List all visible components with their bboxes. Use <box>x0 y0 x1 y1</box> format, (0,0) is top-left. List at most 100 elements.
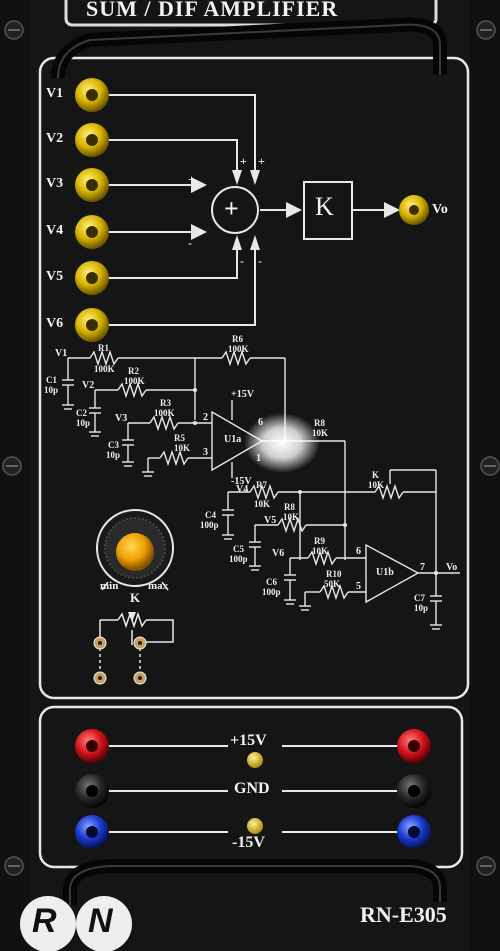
node-v5: V5 <box>264 515 277 526</box>
output-label: Vo <box>432 202 448 217</box>
u1a-pin-6: 6 <box>258 417 263 428</box>
jack-v6[interactable] <box>75 308 109 342</box>
jack-v4[interactable] <box>75 215 109 249</box>
jack-v5[interactable] <box>75 261 109 295</box>
r10-label: R10 <box>326 569 342 579</box>
power-minus-label: -15V <box>232 834 265 851</box>
c7-label: C7 <box>414 593 425 603</box>
jack-label-v2: V2 <box>46 131 64 146</box>
c7-value: 10p <box>414 603 429 613</box>
jack-vo[interactable] <box>399 195 429 225</box>
jack-v1[interactable] <box>75 78 109 112</box>
c2-value: 10p <box>76 418 91 428</box>
r1-label: R1 <box>98 343 109 353</box>
c6-value: 100p <box>262 587 281 597</box>
pot-test-point-left[interactable] <box>93 636 107 650</box>
node-v2: V2 <box>82 380 95 391</box>
jack-plus15-right[interactable] <box>397 729 431 763</box>
r9-label: R9 <box>314 536 325 546</box>
gain-block-label: K <box>315 192 334 221</box>
power-plus-label: +15V <box>230 732 267 749</box>
u1b-label: U1b <box>376 567 394 578</box>
u1a-pin-3: 3 <box>203 447 208 458</box>
r8b-label: R8 <box>284 502 295 512</box>
jack-label-v6: V6 <box>46 316 64 331</box>
r3-label: R3 <box>160 398 171 408</box>
c4-value: 100p <box>200 520 219 530</box>
c1-value: 10p <box>44 385 59 395</box>
sign-v6: - <box>258 254 262 268</box>
r2-value: 100K <box>124 376 145 386</box>
jack-label-v4: V4 <box>46 223 64 238</box>
gain-knob[interactable] <box>97 510 173 586</box>
u1a-label: U1a <box>224 434 242 445</box>
k-pot-label: K <box>372 470 380 480</box>
jack-label-v5: V5 <box>46 269 64 284</box>
r5-label: R5 <box>174 433 185 443</box>
jack-gnd-left[interactable] <box>75 774 109 808</box>
c3-label: C3 <box>108 440 119 450</box>
sign-v2: + <box>240 154 247 168</box>
r2-label: R2 <box>128 366 139 376</box>
u1b-pin-6: 6 <box>356 546 361 557</box>
r10-value: 50K <box>324 579 341 589</box>
c1-label: C1 <box>46 375 57 385</box>
sign-v3: + <box>188 172 195 186</box>
logo-letter-r: R <box>32 902 57 940</box>
c2-label: C2 <box>76 408 87 418</box>
node-v6: V6 <box>272 548 285 559</box>
knob-min-label: min <box>100 580 119 592</box>
jack-label-v3: V3 <box>46 176 64 191</box>
c3-value: 10p <box>106 450 121 460</box>
sign-v1: + <box>258 154 265 168</box>
u1b-pin-7: 7 <box>420 562 425 573</box>
r3-value: 100K <box>154 408 175 418</box>
r7-value: 10K <box>254 499 271 509</box>
pot-test-point-bottom-right[interactable] <box>133 671 147 685</box>
node-vo: Vo <box>446 562 458 573</box>
r6-value: 100K <box>228 344 249 354</box>
k-pot-value: 10K <box>368 480 385 490</box>
supply-plus: +15V <box>231 389 254 400</box>
sign-v4: - <box>188 236 192 250</box>
jack-minus15-left[interactable] <box>75 815 109 849</box>
r7-label: R7 <box>256 480 267 490</box>
node-v1: V1 <box>55 348 68 359</box>
r8b-value: 10K <box>283 512 300 522</box>
c4-label: C4 <box>205 510 216 520</box>
r1-value: 100K <box>94 364 115 374</box>
pot-test-point-right[interactable] <box>133 636 147 650</box>
c6-label: C6 <box>266 577 277 587</box>
logo-letter-n: N <box>88 902 113 940</box>
summer-symbol: + <box>224 194 239 223</box>
r9-value: 10K <box>312 546 329 556</box>
u1a-pin-1: 1 <box>256 453 261 464</box>
r8-value: 10K <box>312 428 329 438</box>
u1b-pin-5: 5 <box>356 581 361 592</box>
c5-label: C5 <box>233 544 244 554</box>
jack-gnd-right[interactable] <box>397 774 431 808</box>
r6-label: R6 <box>232 334 243 344</box>
jack-plus15-left[interactable] <box>75 729 109 763</box>
jack-v2[interactable] <box>75 123 109 157</box>
u1a-pin-2: 2 <box>203 412 208 423</box>
power-gnd-label: GND <box>234 780 270 797</box>
model-number: RN-E305 <box>360 902 447 927</box>
node-v3: V3 <box>115 413 128 424</box>
knob-max-label: max <box>148 580 169 592</box>
module-title: SUM / DIF AMPLIFIER <box>86 0 339 21</box>
node-v4: V4 <box>236 484 249 495</box>
jack-label-v1: V1 <box>46 86 64 101</box>
r5-value: 10K <box>174 443 191 453</box>
supply-minus: -15V <box>231 476 252 487</box>
sign-v5: - <box>240 254 244 268</box>
knob-k-label: K <box>130 590 141 605</box>
r8-label: R8 <box>314 418 325 428</box>
pot-test-point-bottom-left[interactable] <box>93 671 107 685</box>
c5-value: 100p <box>229 554 248 564</box>
jack-v3[interactable] <box>75 168 109 202</box>
jack-minus15-right[interactable] <box>397 815 431 849</box>
